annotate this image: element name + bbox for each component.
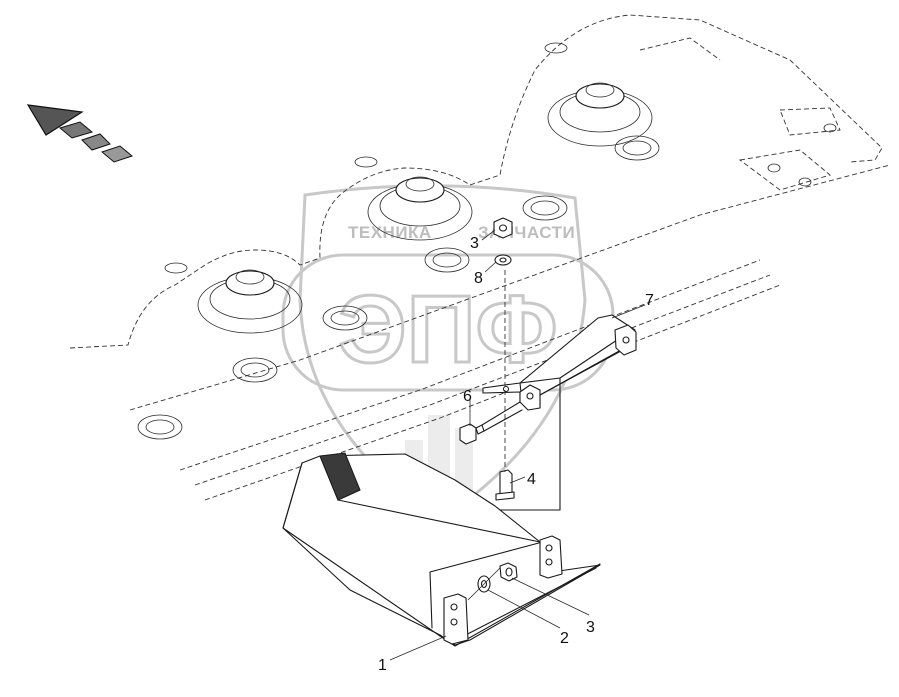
bolt-vertical bbox=[495, 469, 515, 501]
nut-lower bbox=[499, 562, 518, 582]
watermark-text-left: ТЕХНИКА bbox=[348, 223, 432, 242]
plate-bracket-left bbox=[443, 593, 469, 645]
disc-right bbox=[547, 82, 660, 161]
mounting-bracket bbox=[482, 314, 637, 511]
washer-upper bbox=[494, 254, 512, 266]
travel-direction-arrow-icon bbox=[26, 104, 134, 163]
callout-1: 1 bbox=[378, 657, 387, 674]
callout-6: 6 bbox=[463, 388, 472, 405]
nut-upper bbox=[493, 217, 513, 239]
callout-4: 4 bbox=[527, 471, 536, 488]
callout-3-lower: 3 bbox=[586, 619, 595, 636]
disc-middle bbox=[367, 176, 568, 273]
plate-bracket-right bbox=[539, 535, 563, 579]
cutter-bar-frame bbox=[69, 14, 891, 501]
callout-3-upper: 3 bbox=[470, 235, 479, 252]
bolt-horizontal bbox=[459, 401, 523, 445]
callout-2: 2 bbox=[560, 630, 569, 647]
leader-lines bbox=[389, 229, 646, 661]
callout-7: 7 bbox=[645, 292, 654, 309]
watermark-logo-letters: ЭПФ bbox=[338, 276, 557, 383]
watermark-text-right: ЗАПЧАСТИ bbox=[478, 223, 575, 242]
disc-left bbox=[137, 269, 368, 440]
callout-8: 8 bbox=[474, 270, 483, 287]
